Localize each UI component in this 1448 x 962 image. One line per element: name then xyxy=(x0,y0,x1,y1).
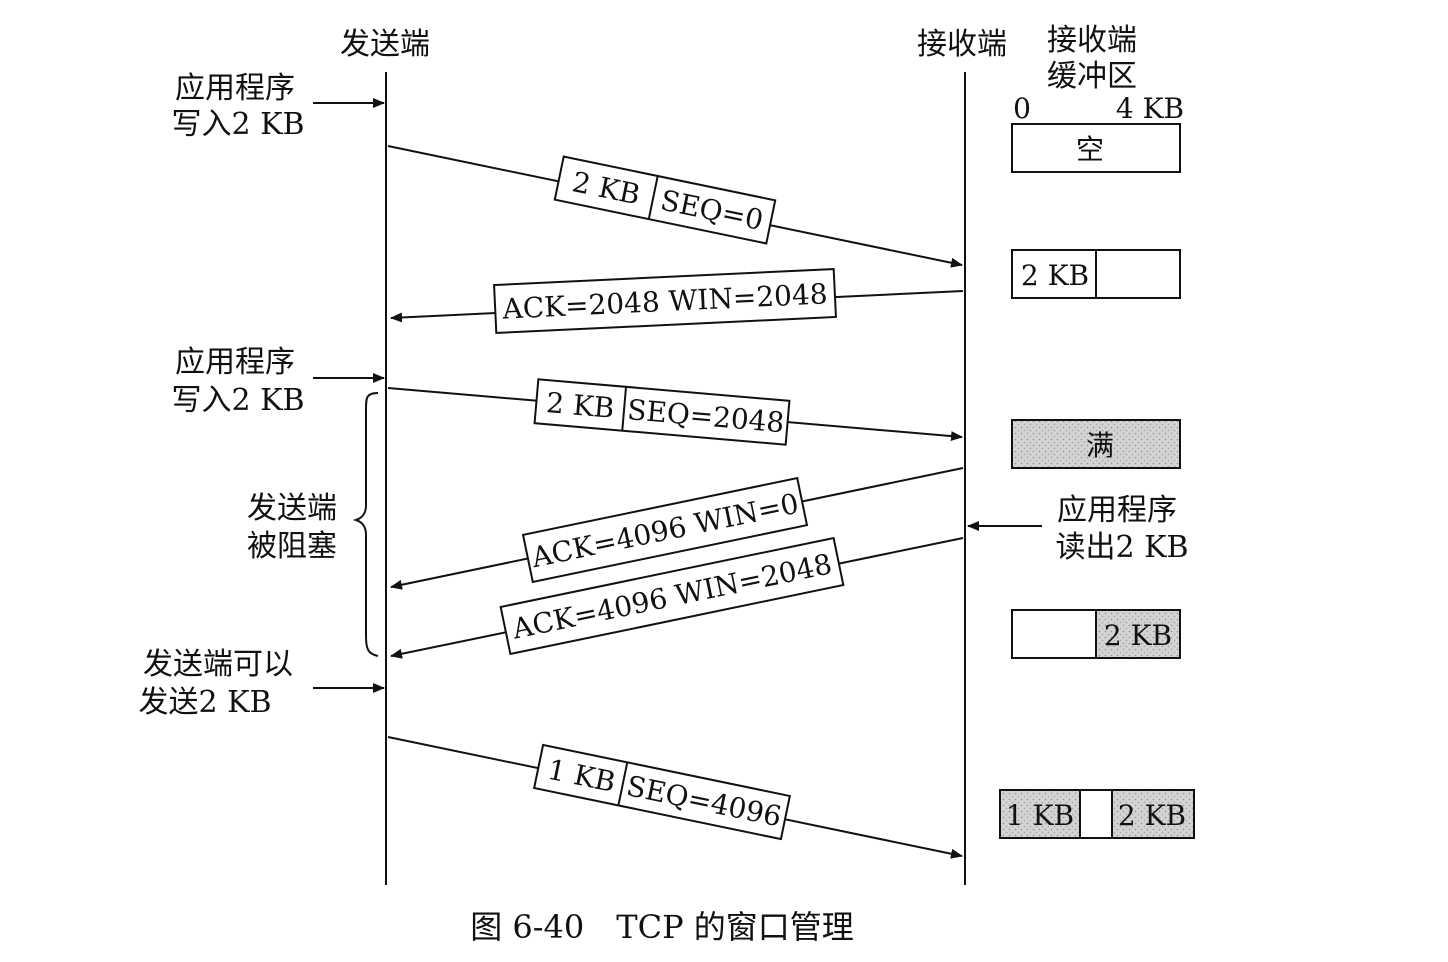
buffer-title-line1: 接收端 xyxy=(1047,23,1137,58)
sender-note-blocked-line1: 发送端 xyxy=(247,491,337,526)
message-label-6: 1 KB SEQ=4096 xyxy=(532,743,792,841)
sender-header: 发送端 xyxy=(340,27,430,62)
buffer-state-split: 1 KB 2 KB xyxy=(999,789,1195,839)
message-label-1: 2 KB SEQ=0 xyxy=(553,155,777,245)
buffer-state-empty: 空 xyxy=(1011,123,1181,173)
blocked-brace xyxy=(352,392,379,657)
buffer-scale-min: 0 xyxy=(1013,92,1031,125)
message-label-2: ACK=2048 WIN=2048 xyxy=(493,267,837,335)
buffer-split-right-text: 2 KB xyxy=(1118,799,1186,832)
receiver-note-read-line2: 读出2 KB xyxy=(1055,530,1188,565)
sender-note-write1-line1: 应用程序 xyxy=(175,71,295,106)
buffer-first-half-text: 2 KB xyxy=(1021,259,1089,292)
buffer-title-line2: 缓冲区 xyxy=(1047,59,1137,94)
figure-caption: 图 6-40 TCP 的窗口管理 xyxy=(470,908,854,946)
receiver-header: 接收端 xyxy=(917,27,1007,62)
sender-note-can-send-line2: 发送2 KB xyxy=(138,685,271,720)
sender-note-write2-line1: 应用程序 xyxy=(175,345,295,380)
sender-note-write2-line2: 写入2 KB xyxy=(171,383,304,418)
buffer-state-full: 满 xyxy=(1011,419,1181,469)
buffer-empty-text: 空 xyxy=(1076,133,1104,166)
sender-note-can-send-line1: 发送端可以 xyxy=(143,647,293,682)
buffer-state-second-half: 2 KB xyxy=(1011,609,1181,659)
receiver-note-read-line1: 应用程序 xyxy=(1057,493,1177,528)
sender-note-blocked-line2: 被阻塞 xyxy=(247,529,337,564)
message-label-3: 2 KB SEQ=2048 xyxy=(533,378,791,446)
buffer-split-left-text: 1 KB xyxy=(1006,799,1074,832)
buffer-second-half-text: 2 KB xyxy=(1104,619,1172,652)
buffer-full-text: 满 xyxy=(1086,429,1114,462)
buffer-scale-max: 4 KB xyxy=(1116,92,1184,125)
message-3-size: 2 KB xyxy=(545,386,616,425)
sender-note-write1-line2: 写入2 KB xyxy=(171,107,304,142)
buffer-state-first-half: 2 KB xyxy=(1011,249,1181,299)
